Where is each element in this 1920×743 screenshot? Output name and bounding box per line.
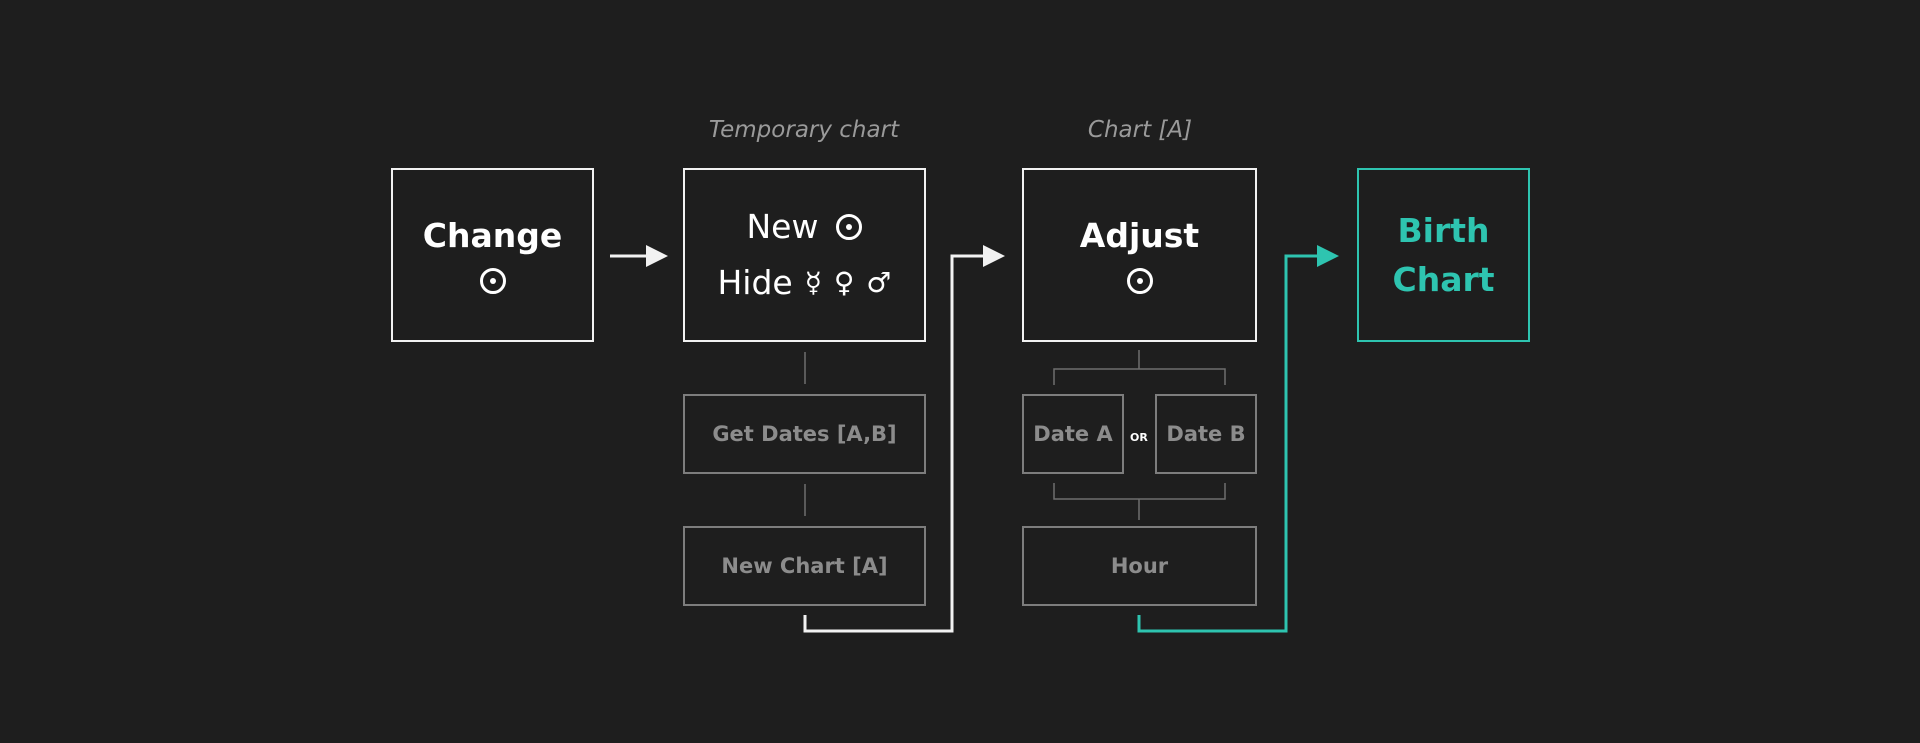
sun-icon xyxy=(479,267,506,294)
mars-icon: ♂ xyxy=(866,266,892,300)
caption-chart-a: Chart [A] xyxy=(1087,117,1193,143)
new-label: New xyxy=(746,207,819,247)
bracket-top xyxy=(1053,368,1226,385)
hour-box: Hour xyxy=(1022,526,1257,606)
sun-icon xyxy=(836,214,863,241)
bracket-bottom xyxy=(1053,483,1226,500)
get-dates-box: Get Dates [A,B] xyxy=(683,394,926,474)
date-a-label: Date A xyxy=(1033,422,1113,446)
change-label: Change xyxy=(422,216,563,256)
birth-chart-box: Birth Chart xyxy=(1357,168,1530,342)
adjust-box: Adjust xyxy=(1022,168,1257,342)
change-box: Change xyxy=(391,168,594,342)
date-a-box: Date A xyxy=(1022,394,1124,474)
caption-temporary-chart: Temporary chart xyxy=(708,117,900,143)
birth-chart-line1: Birth xyxy=(1397,210,1490,250)
new-chart-box: New Chart [A] xyxy=(683,526,926,606)
hide-planets-row: Hide ☿ ♀ ♂ xyxy=(717,263,891,303)
new-sun-row: New xyxy=(747,207,863,247)
birth-chart-line2: Chart xyxy=(1392,260,1495,299)
temporary-chart-box: New Hide ☿ ♀ ♂ xyxy=(683,168,926,342)
date-b-label: Date B xyxy=(1166,422,1246,446)
arrow-hour-to-birth-chart xyxy=(1137,254,1319,633)
sun-icon xyxy=(1126,267,1153,294)
date-b-box: Date B xyxy=(1155,394,1257,474)
new-chart-label: New Chart [A] xyxy=(721,554,888,578)
get-dates-label: Get Dates [A,B] xyxy=(712,422,897,446)
arrowhead-birth-chart xyxy=(1317,245,1339,267)
venus-icon: ♀ xyxy=(833,266,855,300)
hour-label: Hour xyxy=(1110,554,1169,578)
arrowhead-adjust xyxy=(983,245,1005,267)
mercury-icon: ☿ xyxy=(804,266,822,300)
arrow-newchart-to-adjust xyxy=(803,254,985,633)
arrowhead-temporary xyxy=(646,245,668,267)
adjust-label: Adjust xyxy=(1079,216,1200,256)
or-label: OR xyxy=(1130,431,1148,444)
hide-label: Hide xyxy=(717,263,793,302)
